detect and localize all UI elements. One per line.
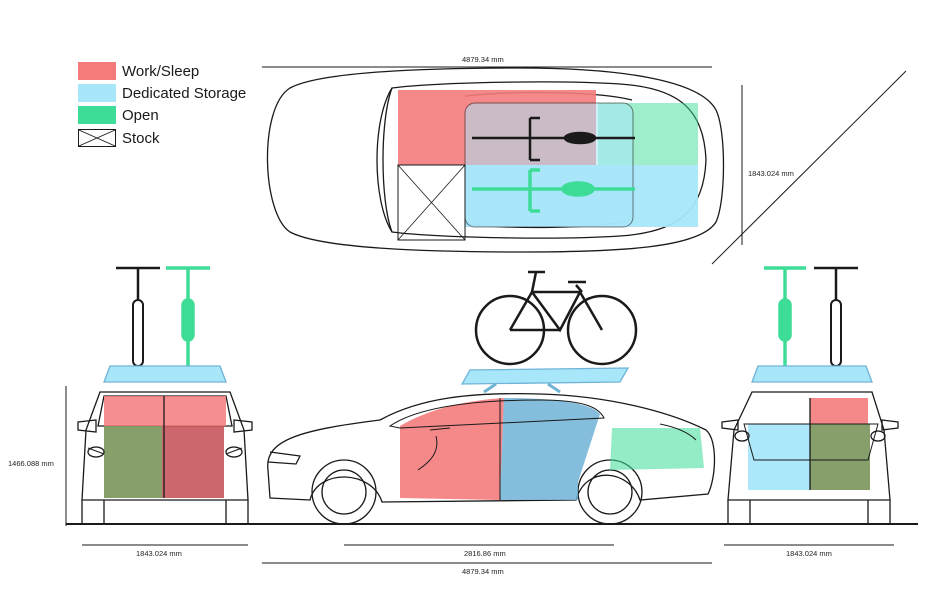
front-view	[77, 266, 253, 525]
side-body-outline	[267, 393, 716, 503]
legend-label-work-sleep: Work/Sleep	[122, 62, 200, 80]
side-dimensions	[262, 544, 712, 564]
side-zone-work	[400, 398, 504, 500]
rear-bike-green	[764, 266, 806, 366]
dim-top-length: 4879.34 mm	[462, 55, 504, 64]
dim-side-length: 4879.34 mm	[462, 567, 504, 576]
bike-top-2	[472, 168, 635, 213]
stock-cross-b	[397, 164, 466, 241]
dim-wheelbase: 2816.86 mm	[464, 549, 506, 558]
front-zone-red	[162, 426, 224, 498]
rear-bike-black	[814, 266, 858, 367]
zone-storage-overlay-top	[464, 102, 634, 228]
legend-swatch-work-sleep	[78, 62, 116, 80]
front-bike-green	[166, 266, 210, 366]
bike-top-1	[472, 116, 635, 162]
front-dimensions	[65, 386, 248, 546]
legend-label-stock: Stock	[122, 129, 160, 147]
side-zone-open	[610, 428, 704, 470]
legend-item-open: Open	[78, 105, 159, 125]
legend-item-stock: Stock	[78, 128, 160, 148]
legend-label-open: Open	[122, 106, 159, 124]
side-bike	[474, 270, 638, 366]
rear-roof-box	[751, 365, 873, 383]
rear-view	[721, 266, 899, 525]
dim-front-width: 1843.024 mm	[136, 549, 182, 558]
dim-rear-width: 1843.024 mm	[786, 549, 832, 558]
legend-swatch-stock	[78, 129, 116, 147]
legend-swatch-storage	[78, 84, 116, 102]
rear-zone-storage	[748, 424, 810, 490]
rear-zone-work	[810, 398, 868, 424]
stock-cross-icon	[79, 130, 115, 146]
dim-top-width: 1843.024 mm	[748, 169, 794, 178]
side-zone-storage	[500, 398, 600, 500]
front-zone-olive	[104, 426, 162, 498]
side-view	[267, 270, 716, 525]
legend-swatch-open	[78, 106, 116, 124]
legend-item-work-sleep: Work/Sleep	[78, 61, 199, 81]
front-bike-black	[116, 266, 160, 367]
side-roof-box	[460, 367, 630, 385]
top-dimensions	[262, 66, 907, 265]
front-zone-work	[104, 396, 226, 426]
legend-label-storage: Dedicated Storage	[122, 84, 247, 102]
legend-item-storage: Dedicated Storage	[78, 83, 246, 103]
dim-front-height: 1466.088 mm	[8, 459, 54, 468]
front-roof-box	[103, 365, 227, 383]
top-view	[266, 67, 725, 253]
rear-zone-olive	[810, 424, 870, 490]
stock-zone-top	[397, 164, 466, 241]
top-view-windshield	[382, 87, 393, 233]
top-view-body-outline	[266, 67, 725, 253]
